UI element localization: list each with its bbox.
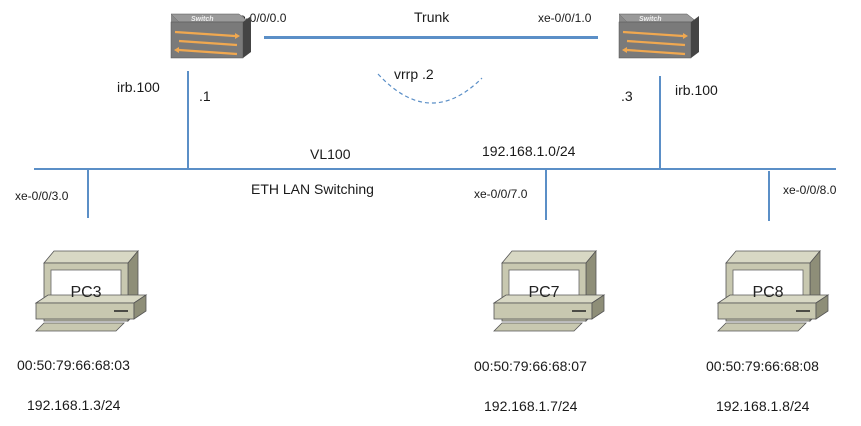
pc7-link — [545, 170, 547, 220]
pc7-port-label: xe-0/0/7.0 — [474, 187, 528, 201]
switch-icon: Switch — [618, 13, 699, 59]
pc7-mac: 00:50:79:66:68:07 — [474, 358, 587, 374]
pc3-port-label: xe-0/0/3.0 — [15, 189, 69, 203]
pc3-mac: 00:50:79:66:68:03 — [17, 357, 130, 373]
pc7-ip: 192.168.1.7/24 — [484, 398, 578, 414]
irb-label-sw1: irb.100 — [117, 79, 160, 95]
pc3-link — [87, 168, 89, 218]
subnet-label: 192.168.1.0/24 — [482, 143, 576, 159]
switch-brand-text: Switch — [639, 16, 662, 23]
trunk-link — [264, 36, 598, 39]
switch-icon: Switch — [170, 13, 251, 59]
pc8-icon: PC8 — [716, 249, 830, 332]
pc3-name: PC3 — [70, 284, 101, 301]
vlan-label: VL100 — [310, 146, 351, 162]
irb-address-sw1: .1 — [199, 88, 211, 104]
vrrp-label: vrrp .2 — [394, 66, 434, 82]
trunk-label: Trunk — [414, 9, 450, 25]
switch-brand-text: Switch — [191, 16, 214, 23]
pc7-icon: PC7 — [492, 249, 606, 332]
pc3-icon: PC3 — [34, 249, 148, 332]
pc8-name: PC8 — [752, 284, 783, 301]
pc8-port-label: xe-0/0/8.0 — [783, 183, 837, 197]
pc8-mac: 00:50:79:66:68:08 — [706, 358, 819, 374]
pc3-ip: 192.168.1.3/24 — [27, 397, 121, 413]
vrrp-arc — [377, 73, 483, 104]
irb-label-sw2: irb.100 — [675, 82, 718, 98]
lan-description: ETH LAN Switching — [251, 181, 374, 197]
port-label-sw2: xe-0/0/1.0 — [538, 11, 592, 25]
pc8-link — [768, 171, 770, 221]
irb-link-sw2 — [659, 76, 661, 170]
irb-address-sw2: .3 — [621, 88, 633, 104]
pc8-ip: 192.168.1.8/24 — [716, 398, 810, 414]
pc7-name: PC7 — [528, 284, 559, 301]
lan-bus — [34, 168, 836, 170]
irb-link-sw1 — [187, 71, 189, 168]
